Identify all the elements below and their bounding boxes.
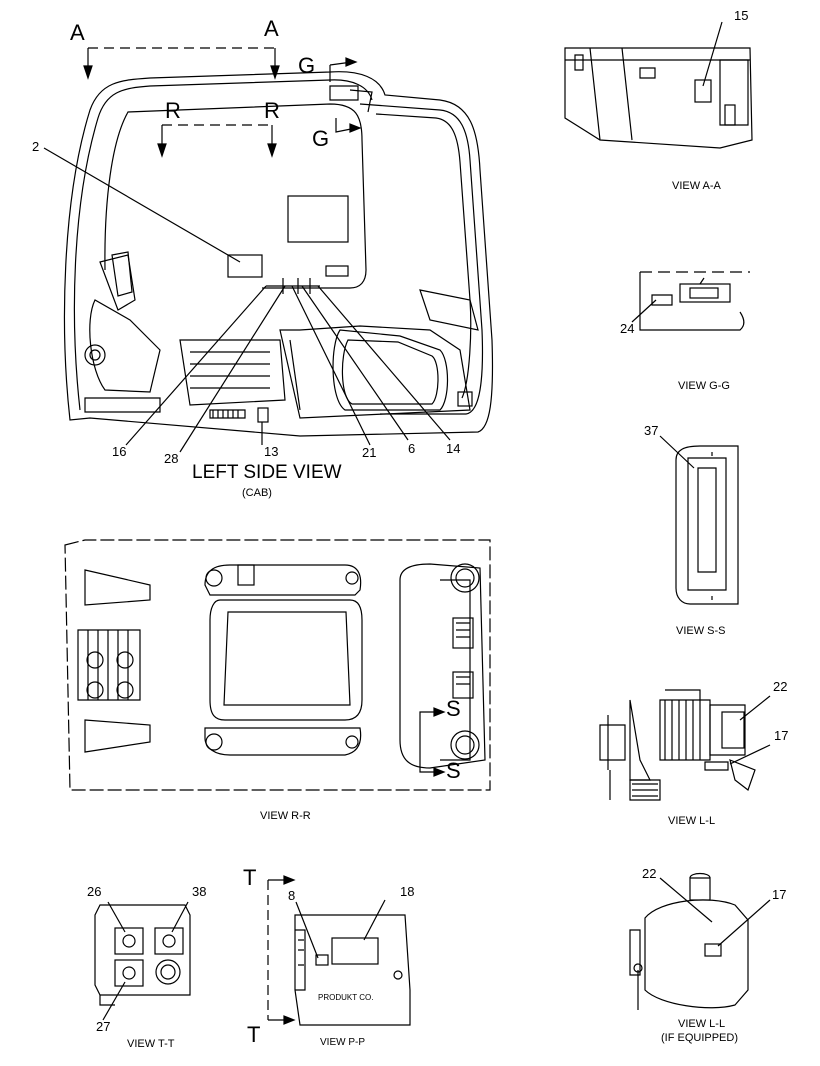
caption-view-l-l: VIEW L-L	[668, 815, 716, 827]
callout-18: 18	[400, 884, 415, 899]
section-marker-g-top: G	[298, 53, 316, 78]
cab-side-view-drawing	[43, 47, 494, 453]
callout-6: 6	[408, 441, 416, 456]
view-s-s-drawing	[659, 435, 739, 605]
callout-24: 24	[620, 321, 635, 336]
section-marker-r-right: R	[264, 98, 280, 123]
caption-view-r-r: VIEW R-R	[260, 810, 311, 822]
callout-28: 28	[164, 451, 179, 466]
callout-17-view-l-l-if-equipped: 17	[772, 887, 787, 902]
section-marker-a-left: A	[70, 20, 85, 45]
callout-2: 2	[32, 139, 40, 154]
view-g-g-drawing	[631, 271, 750, 331]
callout-16: 16	[112, 444, 127, 459]
callout-27: 27	[96, 1019, 111, 1034]
section-marker-t-top: T	[243, 865, 257, 890]
caption-view-l-l-if-equipped-line2: (IF EQUIPPED)	[661, 1032, 739, 1044]
caption-view-p-p: VIEW P-P	[320, 1037, 366, 1048]
section-marker-g-bottom: G	[312, 126, 330, 151]
section-marker-t-bottom: T	[247, 1022, 261, 1047]
section-marker-r-left: R	[165, 98, 181, 123]
callout-22-view-l-l-if-equipped: 22	[642, 866, 657, 881]
callout-8: 8	[288, 888, 296, 903]
callout-22-view-l-l: 22	[773, 679, 788, 694]
callout-38: 38	[192, 884, 207, 899]
caption-view-s-s: VIEW S-S	[676, 625, 726, 637]
view-l-l-drawing	[599, 689, 771, 801]
view-r-r-drawing	[64, 539, 491, 791]
caption-view-a-a: VIEW A-A	[672, 180, 721, 192]
callout-26: 26	[87, 884, 102, 899]
section-marker-s-bottom: S	[446, 758, 461, 783]
caption-view-t-t: VIEW T-T	[127, 1038, 175, 1050]
callout-13: 13	[264, 444, 279, 459]
main-view-title: LEFT SIDE VIEW	[192, 462, 342, 483]
callout-37: 37	[644, 423, 659, 438]
callout-14: 14	[446, 441, 461, 456]
view-t-t-drawing	[94, 901, 191, 1021]
section-marker-s-top: S	[446, 696, 461, 721]
callout-17-view-l-l: 17	[774, 728, 789, 743]
main-view-subtitle: (CAB)	[242, 487, 272, 499]
callout-15: 15	[734, 8, 749, 23]
section-marker-a-right: A	[264, 16, 279, 41]
view-a-a-drawing	[564, 21, 753, 149]
callout-21: 21	[362, 445, 377, 460]
view-p-p-drawing	[267, 875, 411, 1026]
plate-text: PRODUKT CO.	[318, 993, 374, 1002]
view-l-l-if-equipped-drawing	[629, 872, 771, 1010]
caption-view-l-l-if-equipped-line1: VIEW L-L	[678, 1018, 726, 1030]
caption-view-g-g: VIEW G-G	[678, 380, 730, 392]
